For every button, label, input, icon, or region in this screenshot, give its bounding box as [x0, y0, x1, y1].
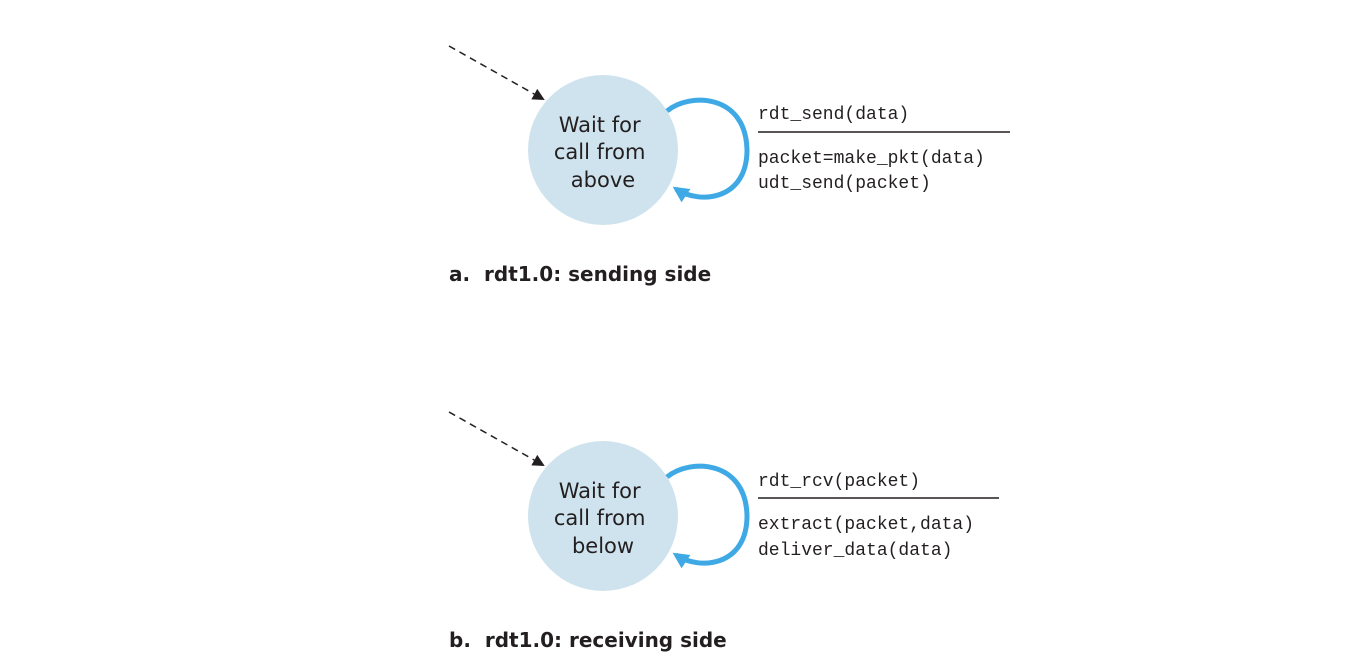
figure-caption: a. rdt1.0: sending side	[449, 262, 711, 286]
state-label-line: above	[571, 168, 635, 192]
fsm-receiving-side: Wait for call from below rdt_rcv(packet)…	[448, 411, 999, 652]
self-loop-arrow	[665, 463, 750, 569]
state-circle	[528, 75, 678, 225]
state-label-line: call from	[554, 506, 646, 530]
state-label-line: call from	[554, 140, 646, 164]
initial-state-arrow	[448, 45, 545, 100]
transition-event: rdt_send(data)	[758, 105, 909, 125]
figure-caption: b. rdt1.0: receiving side	[449, 628, 727, 652]
transition-action: extract(packet,data)	[758, 515, 974, 535]
transition-action: deliver_data(data)	[758, 541, 952, 561]
state-label-line: below	[572, 534, 634, 558]
fsm-sending-side: Wait for call from above rdt_send(data) …	[448, 45, 1010, 286]
transition-action: packet=make_pkt(data)	[758, 149, 985, 169]
state-label-line: Wait for	[559, 479, 641, 503]
transition-event: rdt_rcv(packet)	[758, 472, 920, 492]
state-label-line: Wait for	[559, 113, 641, 137]
initial-state-arrow	[448, 411, 545, 466]
state-label: Wait for call from below	[554, 479, 652, 558]
state-circle	[528, 441, 678, 591]
transition-action: udt_send(packet)	[758, 174, 931, 194]
self-loop-arrow	[665, 97, 750, 203]
state-label: Wait for call from above	[554, 113, 652, 192]
